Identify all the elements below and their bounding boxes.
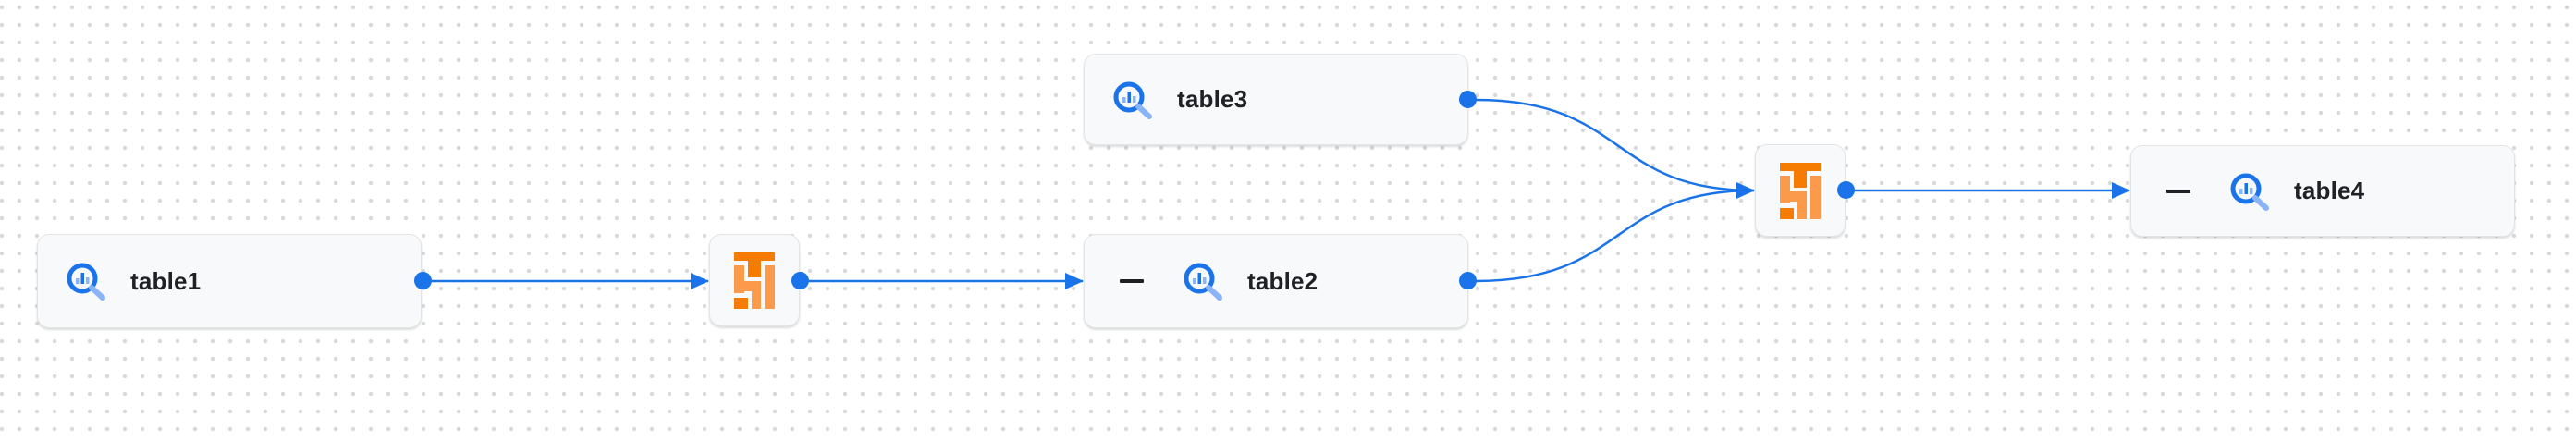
node-transform2[interactable] [1755,144,1846,237]
edge-table3-to-transform2[interactable] [1475,98,1755,199]
transform-icon [734,252,775,309]
collapse-minus-icon[interactable] [2166,189,2190,193]
node-label: table2 [1247,266,1319,295]
node-table1[interactable]: table1 [37,234,422,328]
output-port-table2[interactable] [1459,272,1477,289]
collapse-minus-icon[interactable] [1120,279,1144,283]
edge-table2-to-transform2[interactable] [1475,189,1755,283]
node-label: table1 [130,266,202,295]
node-transform1[interactable] [709,234,800,326]
transform-icon [1780,162,1821,219]
node-table4[interactable]: table4 [2130,145,2515,237]
bigquery-search-icon [67,263,105,301]
output-port-transform2[interactable] [1837,181,1855,199]
output-port-table3[interactable] [1459,91,1477,108]
node-table3[interactable]: table3 [1084,54,1468,145]
node-label: table3 [1177,85,1248,113]
bigquery-search-icon [1113,81,1152,119]
node-label: table4 [2294,177,2365,204]
output-port-transform1[interactable] [791,272,809,289]
bigquery-search-icon [1184,263,1222,301]
output-port-table1[interactable] [414,272,432,289]
bigquery-search-icon [2230,173,2269,211]
node-table2[interactable]: table2 [1084,234,1468,328]
